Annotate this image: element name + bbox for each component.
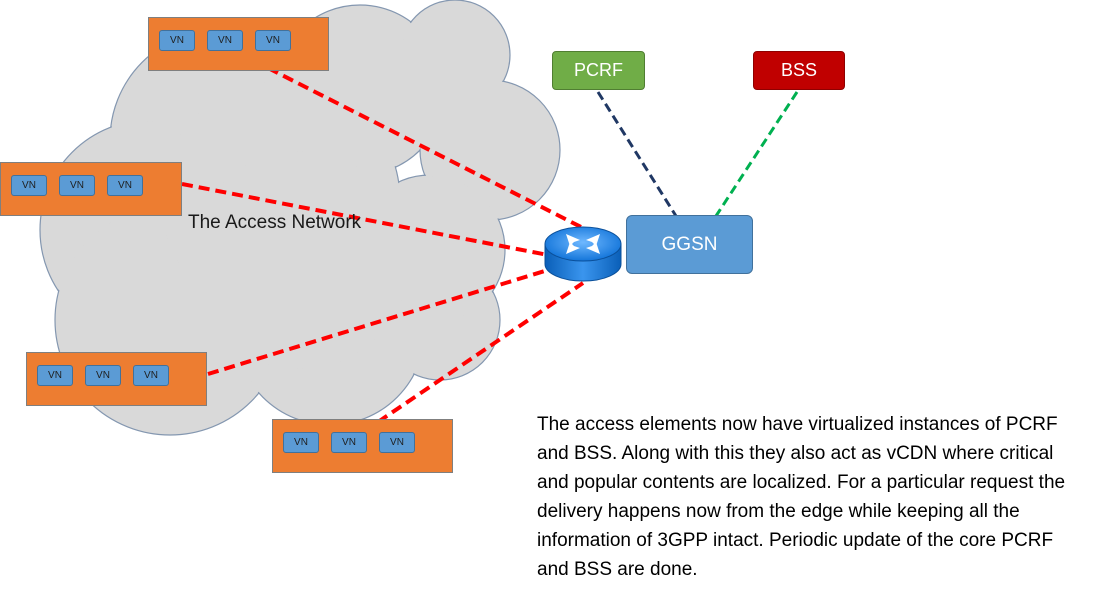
vn-instance: VN <box>283 432 319 453</box>
link-access-4 <box>376 281 585 424</box>
access-links <box>181 66 585 424</box>
vn-instance: VN <box>207 30 243 51</box>
access-network-label: The Access Network <box>188 212 362 233</box>
cloud-fill-inner <box>41 1 559 434</box>
access-element-1: VN VN VN <box>148 17 329 71</box>
vn-instance: VN <box>107 175 143 196</box>
vn-instance: VN <box>255 30 291 51</box>
access-element-2: VN VN VN <box>0 162 182 216</box>
vn-instance: VN <box>159 30 195 51</box>
vn-instance: VN <box>133 365 169 386</box>
link-pcrf-ggsn <box>596 91 678 217</box>
vn-instance: VN <box>37 365 73 386</box>
link-bss-ggsn <box>714 91 799 217</box>
link-access-2 <box>181 182 549 257</box>
router-icon <box>544 226 622 282</box>
link-access-3 <box>207 268 549 376</box>
vn-instance: VN <box>59 175 95 196</box>
access-element-4: VN VN VN <box>272 419 453 473</box>
pcrf-node: PCRF <box>552 51 645 90</box>
vn-instance: VN <box>331 432 367 453</box>
link-access-1 <box>267 66 584 230</box>
description-text: The access elements now have virtualized… <box>537 414 1066 580</box>
vn-instance: VN <box>85 365 121 386</box>
ggsn-node: GGSN <box>626 215 753 274</box>
vn-instance: VN <box>11 175 47 196</box>
vn-instance: VN <box>379 432 415 453</box>
bss-node: BSS <box>753 51 845 90</box>
access-element-3: VN VN VN <box>26 352 207 406</box>
